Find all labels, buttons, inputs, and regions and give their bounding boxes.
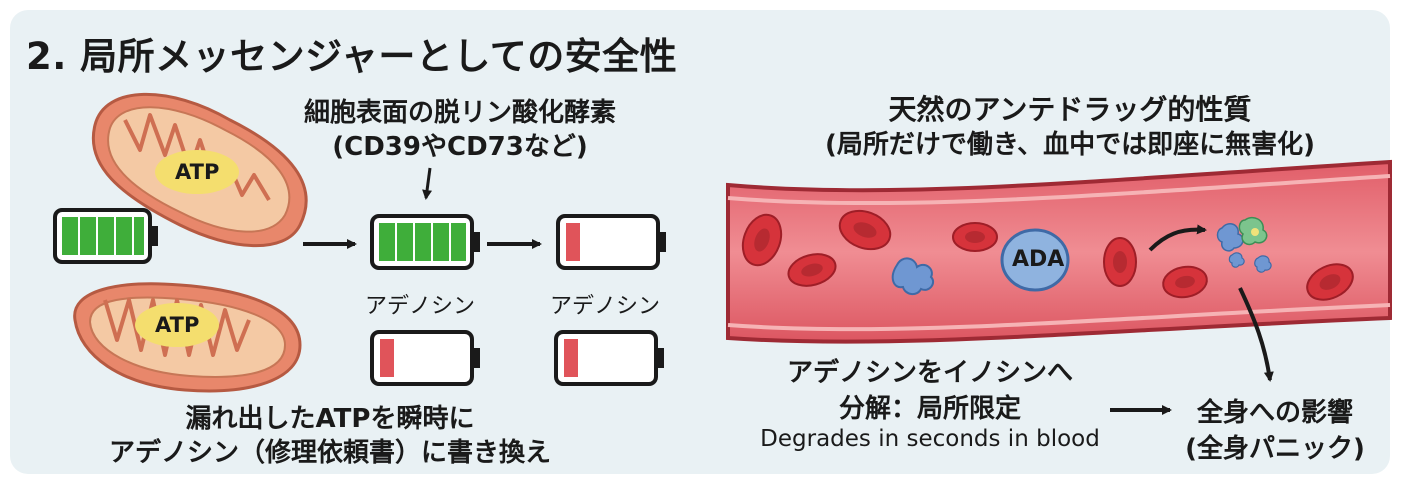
ada-label: ADA (1012, 247, 1065, 272)
arrow-to-fragments (1148, 224, 1207, 252)
enzyme-label-line1: 細胞表面の脱リン酸化酵素 (303, 98, 616, 128)
drug-subtitle: (局所だけで働き、血中では即座に無害化) (825, 130, 1315, 160)
arrow-enzyme-down (422, 167, 433, 200)
systemic-line1: 全身への影響 (1196, 398, 1353, 428)
bottom-left-line2: アデノシン（修理依頼書）に書き換え (108, 438, 551, 468)
ada-enzyme (1000, 228, 1070, 292)
inosine-line1: アデノシンをイノシンへ (786, 358, 1073, 388)
battery-low-2-icon (370, 330, 480, 386)
battery-low-3-icon (554, 330, 664, 386)
atp-label-bottom: ATP (155, 313, 200, 337)
atp-badge-bottom (135, 303, 219, 347)
page-title: 2. 局所メッセンジャーとしての安全性 (26, 35, 678, 78)
degraded-fragments-icon (1216, 216, 1272, 273)
atp-badge-top (155, 150, 239, 194)
battery-low-1-icon (556, 214, 666, 270)
atp-label-top: ATP (175, 160, 220, 184)
rbc-centers (754, 222, 1341, 290)
enzyme-label-line2: (CD39やCD73など) (332, 132, 588, 162)
adenosine-molecule-icon (891, 257, 935, 295)
arrow-to-systemic (1238, 287, 1274, 382)
bottom-left-line1: 漏れ出したATPを瞬時に (185, 404, 475, 434)
battery-full-mid-icon (370, 214, 480, 270)
adenosine-label-2: アデノシン (549, 294, 660, 319)
inosine-line3: Degrades in seconds in blood (760, 426, 1100, 452)
inosine-line2: 分解：局所限定 (838, 394, 1021, 424)
battery-full-left-icon (53, 208, 158, 264)
systemic-line2: (全身パニック) (1185, 434, 1365, 464)
adenosine-label-1: アデノシン (364, 294, 475, 319)
drug-title: 天然のアンテドラッグ的性質 (888, 93, 1252, 126)
